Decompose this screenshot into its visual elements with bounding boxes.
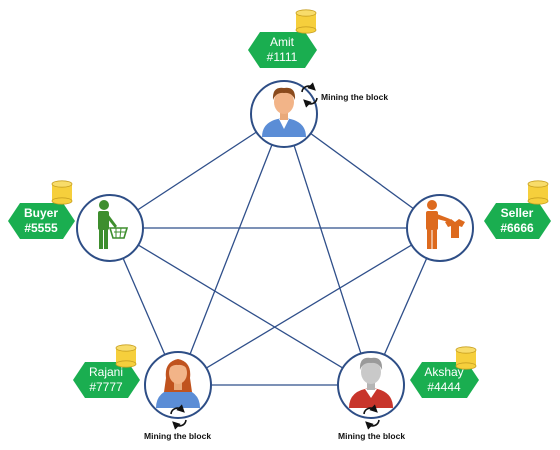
tag-amit: Amit #1111: [248, 9, 317, 68]
node-id: #6666: [500, 221, 534, 235]
tag-seller: Seller #6666: [484, 180, 551, 239]
node-name: Seller: [501, 206, 534, 220]
node-akshay: Mining the block: [337, 351, 405, 441]
grey-man-avatar-icon: [349, 357, 393, 408]
node-seller: [406, 194, 474, 262]
tag-akshay: Akshay #4444: [410, 346, 479, 398]
node-name: Akshay: [424, 365, 463, 379]
tag-buyer: Buyer #5555: [8, 180, 75, 239]
node-id: #5555: [24, 221, 58, 235]
node-name: Buyer: [24, 206, 58, 220]
node-buyer: [76, 194, 144, 262]
mining-label: Mining the block: [144, 431, 211, 441]
tag-rajani: Rajani #7777: [73, 344, 140, 398]
network-edges: [109, 113, 441, 386]
mining-label: Mining the block: [338, 431, 405, 441]
hexagon-tag: [73, 362, 140, 398]
hexagon-tag: [8, 203, 75, 239]
hexagon-tag: [484, 203, 551, 239]
edge-buyer-akshay: [109, 227, 372, 386]
edge-amit-buyer: [109, 113, 285, 229]
node-amit: Mining the block: [250, 80, 388, 148]
node-name: Amit: [270, 35, 295, 49]
database-icon: [115, 344, 137, 368]
database-icon: [455, 346, 477, 370]
node-rajani: Mining the block: [144, 351, 212, 441]
edge-amit-akshay: [283, 113, 372, 386]
hexagon-tag: [248, 32, 317, 68]
refresh-icon: [363, 404, 380, 430]
woman-avatar-icon: [156, 359, 200, 408]
mining-label: Mining the block: [321, 92, 388, 102]
node-circle: [406, 194, 474, 262]
node-id: #4444: [427, 380, 461, 394]
database-icon: [51, 180, 73, 205]
node-id: #7777: [89, 380, 123, 394]
refresh-icon: [170, 404, 187, 430]
node-id: #1111: [267, 50, 298, 64]
refresh-icon: [301, 82, 318, 108]
node-name: Rajani: [89, 365, 123, 379]
edge-amit-rajani: [177, 113, 285, 386]
hexagon-tag: [410, 362, 479, 398]
database-icon: [527, 180, 549, 205]
buyer-cart-icon: [98, 200, 129, 249]
seller-shirt-icon: [426, 200, 465, 249]
database-icon: [295, 9, 317, 34]
man-avatar-icon: [262, 87, 306, 137]
edge-seller-rajani: [177, 227, 441, 386]
